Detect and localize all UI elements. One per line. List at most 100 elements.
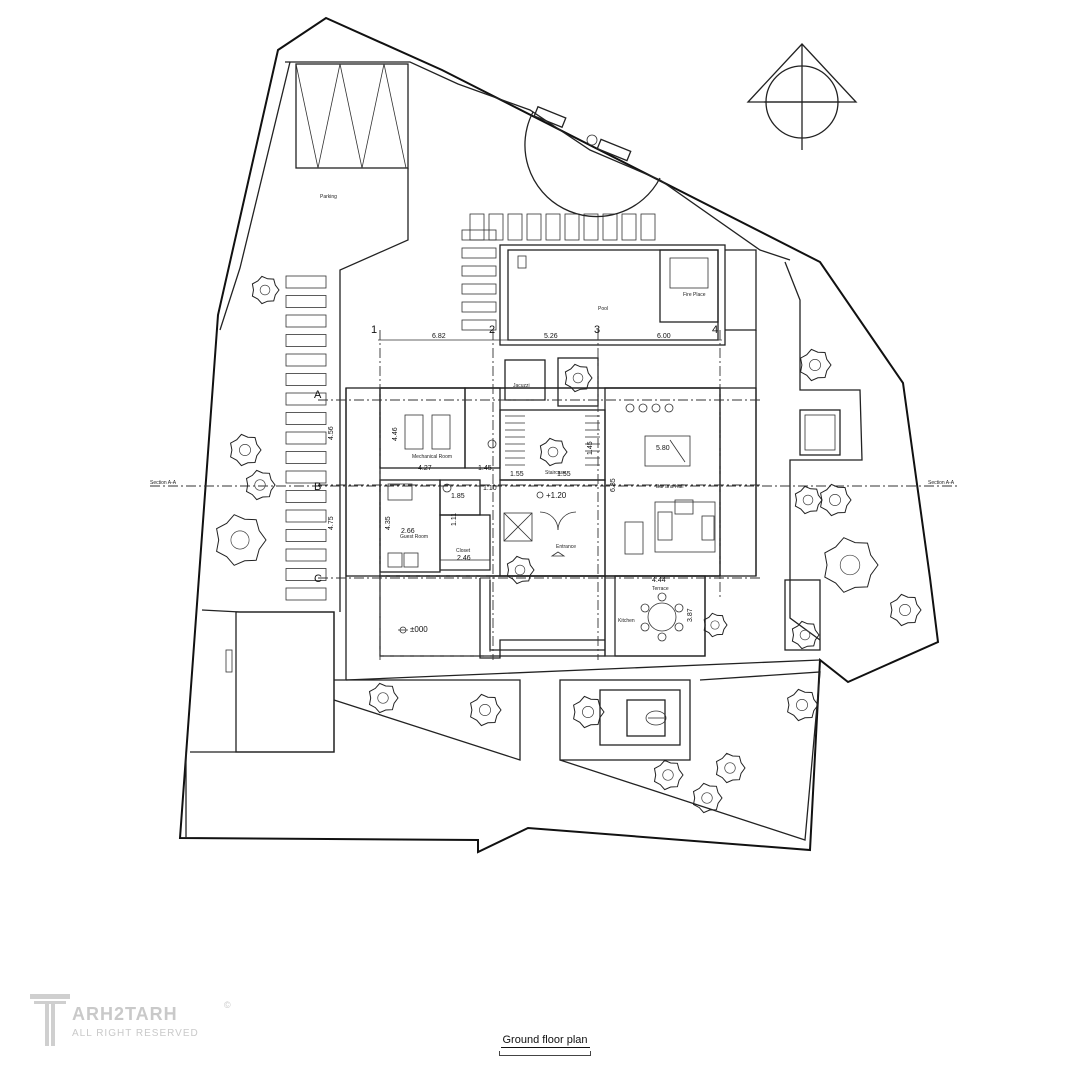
section-mark-right: Section A-A bbox=[928, 480, 955, 486]
dim-387: 3.87 bbox=[687, 608, 694, 622]
label-bar-hall: Bar and Hall bbox=[656, 484, 684, 490]
pool: Pool Fire Place bbox=[499, 244, 757, 388]
tree-icon bbox=[787, 688, 819, 722]
tree-icon bbox=[251, 275, 280, 305]
grid-label-2: 2 bbox=[489, 324, 495, 336]
pergola-slat bbox=[602, 213, 618, 241]
gate-block bbox=[235, 611, 335, 753]
pergola-slat bbox=[564, 213, 580, 241]
dim-685: 6.85 bbox=[610, 478, 617, 492]
right-garden bbox=[784, 261, 863, 651]
dim-444: 4.44 bbox=[652, 577, 666, 584]
tree-icon bbox=[692, 782, 723, 814]
watermark-t-icon bbox=[30, 994, 70, 1046]
dim-427: 4.27 bbox=[418, 465, 432, 472]
dim-435: 4.35 bbox=[385, 516, 392, 530]
tree-icon bbox=[539, 437, 568, 467]
tree-icon bbox=[794, 485, 823, 515]
grid-label-4: 4 bbox=[712, 324, 718, 336]
drawing-title: Ground floor plan bbox=[500, 1034, 590, 1048]
dim-155: 1.55 bbox=[510, 471, 524, 478]
label-kitchen: Kitchen bbox=[618, 618, 635, 624]
trees bbox=[216, 275, 922, 814]
pergola-slat bbox=[545, 213, 561, 241]
grid-label-3: 3 bbox=[594, 324, 600, 336]
label-jacuzzi: Jacuzzi bbox=[513, 383, 530, 389]
watermark-subtitle: ALL RIGHT RESERVED bbox=[72, 1028, 199, 1039]
dim-446: 4.46 bbox=[392, 427, 399, 441]
watermark-logo: ARH2TARH © ALL RIGHT RESERVED bbox=[28, 990, 248, 1052]
dim-682: 6.82 bbox=[432, 333, 446, 340]
dim-456: 4.56 bbox=[328, 426, 335, 440]
lower-garden bbox=[333, 578, 821, 841]
tree-icon bbox=[564, 363, 593, 393]
grid-label-b: B bbox=[314, 481, 321, 493]
paver-slab bbox=[285, 490, 327, 503]
label-fireplace: Fire Place bbox=[683, 292, 706, 298]
watermark-copyright: © bbox=[224, 1000, 231, 1010]
parking-area: Parking bbox=[295, 63, 409, 612]
pergola-slat bbox=[507, 213, 523, 241]
side-slat bbox=[461, 301, 497, 313]
label-terrace: Terrace bbox=[652, 586, 669, 592]
label-pool: Pool bbox=[598, 306, 608, 312]
north-arrow-icon bbox=[746, 43, 858, 150]
watermark-name: ARH2TARH bbox=[72, 1004, 178, 1024]
paver-slab bbox=[285, 470, 327, 484]
tree-icon bbox=[216, 514, 267, 566]
tree-icon bbox=[245, 469, 276, 501]
side-slat bbox=[461, 265, 497, 277]
tree-icon bbox=[890, 593, 922, 627]
pergola-slat bbox=[469, 213, 485, 241]
section-mark-left: Section A-A bbox=[150, 480, 177, 486]
paver-slab bbox=[285, 373, 327, 386]
tree-icon bbox=[506, 555, 535, 585]
dim-111: 1.11 bbox=[451, 513, 458, 526]
paver-slab bbox=[285, 314, 327, 328]
side-slat bbox=[461, 319, 497, 331]
label-closet: Closet bbox=[456, 548, 471, 554]
dim-155b: 1.55 bbox=[557, 471, 571, 478]
tree-icon bbox=[824, 537, 879, 593]
paver-slab bbox=[285, 334, 327, 347]
paver-slab bbox=[285, 548, 327, 562]
paver-slab bbox=[285, 587, 327, 601]
pergola-slat bbox=[640, 213, 656, 241]
dim-145b: 1.45 bbox=[587, 441, 594, 455]
label-mechanical-room: Mechanical Room bbox=[412, 454, 452, 460]
label-entrance: Entrance bbox=[556, 544, 576, 550]
building: Mechanical Room Guest Room Closet Stairc… bbox=[345, 357, 821, 681]
label-staircase: Staircase bbox=[545, 470, 566, 476]
grid-label-c: C bbox=[314, 573, 322, 585]
dim-110: 1.10 bbox=[483, 485, 497, 492]
tree-icon bbox=[470, 693, 502, 727]
grid-label-a: A bbox=[314, 389, 322, 401]
dim-266: 2.66 bbox=[401, 528, 415, 535]
tree-icon bbox=[791, 620, 820, 650]
tree-icon bbox=[715, 752, 746, 784]
side-slat bbox=[461, 247, 497, 259]
label-parking: Parking bbox=[320, 194, 337, 200]
label-guest-room: Guest Room bbox=[400, 534, 428, 540]
dim-580: 5.80 bbox=[656, 445, 670, 452]
tree-icon bbox=[820, 483, 852, 517]
grid-label-1: 1 bbox=[371, 324, 377, 336]
paver-slab bbox=[285, 412, 327, 425]
drawing-title-block: Ground floor plan bbox=[440, 1030, 650, 1056]
dim-145a: 1.45 bbox=[478, 465, 492, 472]
driveway-pavers bbox=[285, 275, 327, 601]
tree-icon bbox=[653, 759, 684, 791]
paver-slab bbox=[285, 451, 327, 464]
gate-post bbox=[225, 649, 233, 673]
structural-grid bbox=[150, 330, 960, 660]
dim-526: 5.26 bbox=[544, 333, 558, 340]
paver-slab bbox=[285, 392, 327, 406]
pergola-slat bbox=[526, 213, 542, 241]
paver-slab bbox=[285, 295, 327, 308]
paver-slab bbox=[285, 353, 327, 367]
tree-icon bbox=[800, 348, 832, 382]
site-boundary bbox=[178, 16, 940, 854]
dim-246: 2.46 bbox=[457, 555, 471, 562]
paver-slab bbox=[285, 529, 327, 542]
